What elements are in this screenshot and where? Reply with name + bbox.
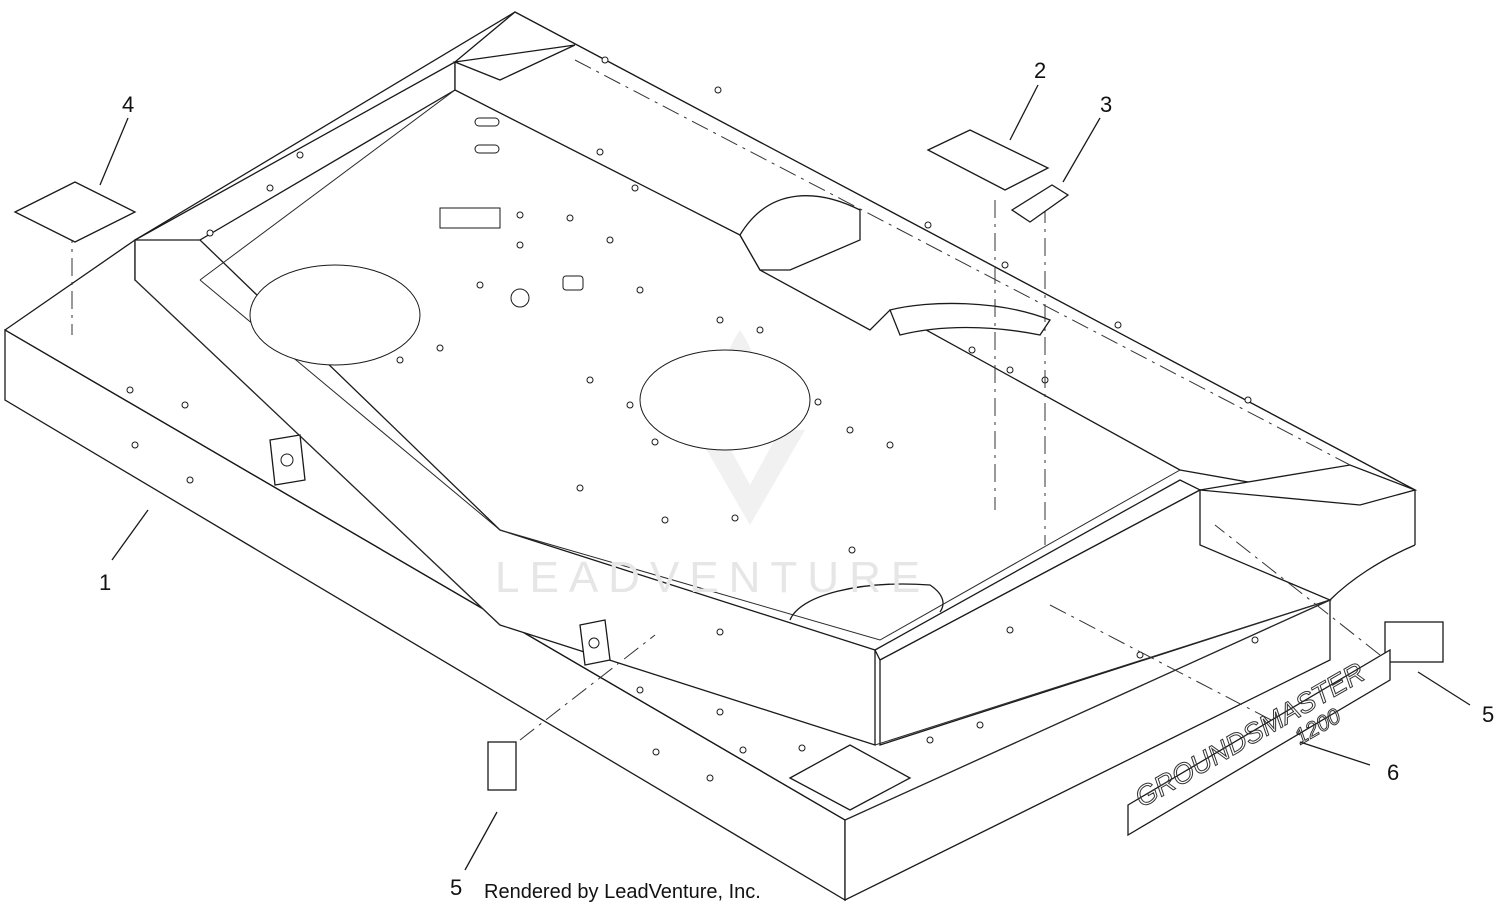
decal-top-right-deck xyxy=(788,744,912,811)
mounting-holes xyxy=(126,56,1259,782)
decal-3 xyxy=(1010,184,1070,223)
callout-2: 2 xyxy=(1034,58,1046,83)
callout-4: 4 xyxy=(122,92,134,117)
callout-1: 1 xyxy=(99,570,111,595)
decal-5-right xyxy=(1384,621,1444,663)
callout-5-lower: 5 xyxy=(450,875,462,900)
decal-4 xyxy=(13,181,137,243)
decal-2 xyxy=(926,129,1050,191)
decal-5-lower xyxy=(487,741,517,791)
callout-3: 3 xyxy=(1100,92,1112,117)
callout-5-right: 5 xyxy=(1482,702,1494,727)
callout-6: 6 xyxy=(1387,760,1399,785)
mower-deck xyxy=(4,11,1418,902)
render-credit: Rendered by LeadVenture, Inc. xyxy=(484,881,761,903)
leader-lines xyxy=(99,84,1471,871)
projection-lines xyxy=(71,59,1381,741)
watermark-text: LEADVENTURE xyxy=(495,553,930,602)
